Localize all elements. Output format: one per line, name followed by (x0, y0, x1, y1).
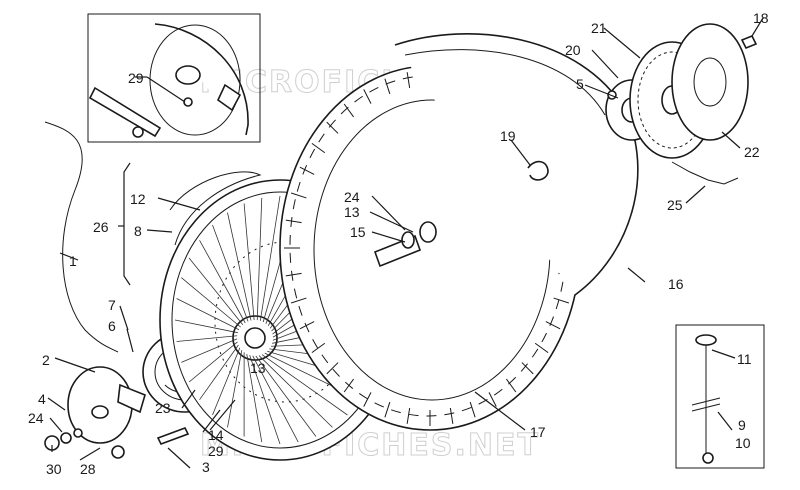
spoke (176, 335, 238, 342)
callout-12: 12 (130, 191, 146, 207)
tread-block (406, 72, 411, 89)
tread-block (363, 392, 372, 407)
callout-9: 9 (738, 417, 746, 433)
spoke (199, 240, 246, 324)
spoke (176, 298, 240, 331)
callout-15: 15 (350, 224, 366, 240)
spoke (181, 277, 241, 328)
callout-19: 19 (500, 128, 516, 144)
callout-26: 26 (93, 219, 109, 235)
tread-block (506, 378, 517, 393)
spoke (246, 353, 263, 443)
callout-17: 17 (530, 424, 546, 440)
tread-block (363, 89, 372, 104)
callout-2: 2 (42, 352, 50, 368)
callout-24-upper: 24 (344, 189, 360, 205)
spoke (255, 355, 317, 437)
sprocket-cover-plate (671, 23, 749, 141)
sprocket-bolt (740, 34, 758, 50)
spoke (227, 212, 252, 321)
callout-27: 29 (128, 70, 144, 86)
group-bracket-26 (123, 162, 131, 286)
callout-28: 28 (80, 461, 96, 477)
spoke (258, 355, 333, 428)
tread-block (290, 192, 307, 199)
drive-chain-link (671, 161, 739, 185)
tread-block (299, 321, 315, 330)
wheel-spacer (373, 221, 437, 268)
callout-8: 8 (134, 223, 142, 239)
callout-6: 6 (108, 318, 116, 334)
tread-block (406, 407, 411, 424)
tread-block (384, 401, 391, 418)
callout-1: 1 (69, 253, 77, 269)
callout-3: 3 (202, 459, 210, 475)
tread-block (343, 378, 354, 393)
tread-block (343, 103, 354, 118)
callout-20: 20 (565, 42, 581, 58)
callout-14: 14 (208, 427, 224, 443)
spoke (249, 355, 281, 445)
callout-13-lower: 13 (250, 360, 266, 376)
tread-block (553, 297, 570, 304)
spoke (212, 347, 241, 416)
tread-block (326, 121, 339, 134)
callout-10: 10 (735, 435, 751, 451)
brake-cable (44, 121, 119, 353)
tread-block (534, 342, 549, 354)
tread-block (299, 166, 315, 175)
callout-13-upper: 13 (344, 204, 360, 220)
callout-22: 22 (744, 144, 760, 160)
leader-lines (47, 17, 764, 469)
tread-block (311, 342, 326, 354)
spoke (212, 224, 249, 322)
brake-backing-plate (44, 366, 146, 459)
tread-block (545, 321, 561, 330)
spoke (199, 344, 239, 400)
spoke (181, 338, 238, 363)
tread-block (449, 407, 454, 424)
callout-25: 25 (667, 197, 683, 213)
callout-16: 16 (668, 276, 684, 292)
pin-detail-inset (675, 324, 765, 469)
spoke (174, 319, 238, 334)
brake-plate-detail-inset (87, 13, 261, 143)
callout-23: 23 (155, 400, 171, 416)
tread-block (285, 272, 302, 277)
callout-11: 11 (737, 351, 752, 367)
tread-block (521, 362, 534, 375)
spoke (188, 257, 244, 326)
tread-block (384, 78, 391, 95)
callout-30: 30 (46, 461, 62, 477)
tread-block (326, 362, 339, 375)
circlip (527, 160, 549, 181)
spoke (243, 203, 255, 321)
spoke (259, 195, 281, 321)
callout-5: 5 (576, 76, 584, 92)
axle (156, 427, 190, 445)
tread-block (290, 297, 307, 304)
tread-block (311, 142, 326, 154)
inner-tube (169, 171, 262, 246)
callout-29: 29 (208, 443, 224, 459)
callout-18: 18 (753, 10, 769, 26)
callout-21: 21 (591, 20, 607, 36)
tread-block (488, 392, 497, 407)
tread-block (469, 401, 476, 418)
spoke (227, 350, 243, 428)
spoke (261, 354, 348, 416)
tread-block (285, 219, 302, 224)
callout-4: 4 (38, 391, 46, 407)
spoke (188, 341, 238, 383)
spoke (256, 197, 263, 321)
spoke (252, 355, 299, 443)
callout-24-lower: 24 (28, 410, 44, 426)
callout-7: 7 (108, 297, 116, 313)
